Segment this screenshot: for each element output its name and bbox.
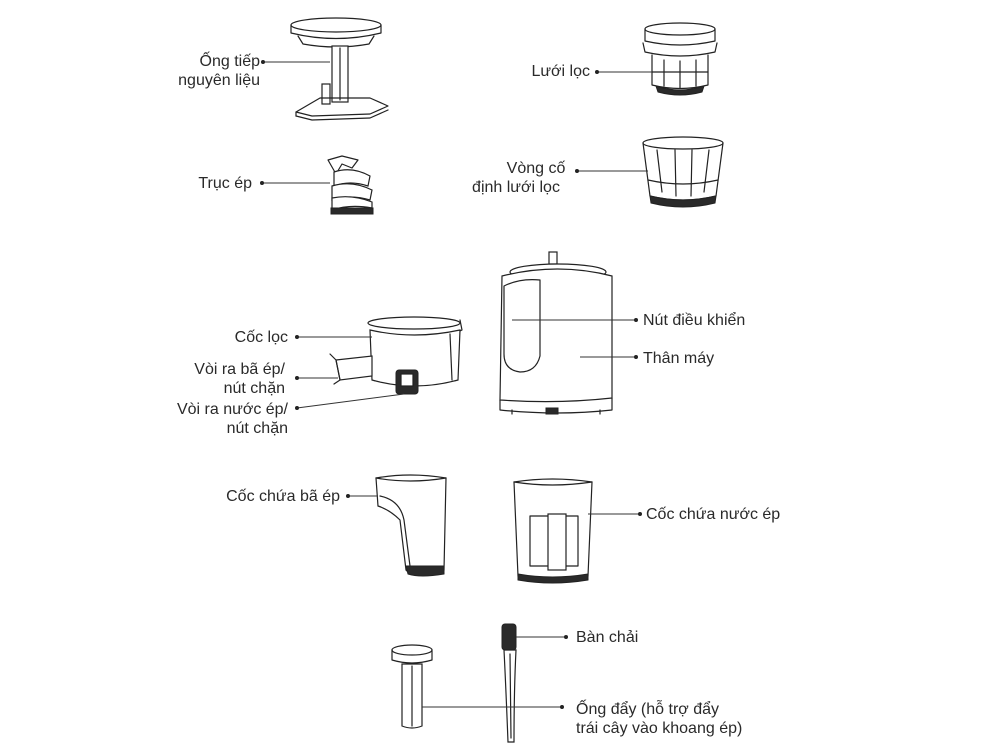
strainer-ring-illustration <box>642 136 724 208</box>
label-control-knob: Nút điều khiển <box>643 312 746 329</box>
main-body-illustration <box>499 251 613 415</box>
feed-chute-illustration <box>290 17 389 121</box>
label-strainer-ring-line2: định lưới lọc <box>472 179 560 196</box>
label-main-body: Thân máy <box>643 350 715 367</box>
screw-illustration <box>327 155 374 215</box>
brush-illustration <box>501 623 517 743</box>
label-pusher-line2: trái cây vào khoang ép) <box>576 720 743 737</box>
label-juice-outlet: Vòi ra nước ép/ nút chặn <box>140 400 288 438</box>
label-pusher-line1: Ống đẩy (hỗ trợ đẩy <box>576 701 720 718</box>
label-strainer: Lưới lọc <box>531 63 590 80</box>
label-pulp-outlet-line2: nút chặn <box>223 380 285 397</box>
pusher-illustration <box>391 644 433 729</box>
label-juice-outlet-line2: nút chặn <box>226 420 288 437</box>
label-juicing-bowl: Cốc lọc <box>234 329 288 346</box>
label-juice-cup: Cốc chứa nước ép <box>646 506 781 523</box>
label-screw: Trục ép <box>198 175 252 192</box>
label-pulp-outlet: Vòi ra bã ép/ nút chặn <box>150 360 285 398</box>
label-feed-chute-line2: nguyên liệu <box>178 72 260 89</box>
strainer-illustration <box>642 22 718 96</box>
juice-cup-illustration <box>513 478 593 584</box>
juicing-bowl-illustration <box>329 316 463 395</box>
label-strainer-ring: Vòng cố định lưới lọc <box>460 159 572 197</box>
label-feed-chute-line1: Ống tiếp <box>199 53 260 70</box>
label-pusher: Ống đẩy (hỗ trợ đẩy trái cây vào khoang … <box>576 700 796 738</box>
label-brush: Bàn chải <box>576 629 639 646</box>
pulp-cup-illustration <box>375 474 447 577</box>
label-pulp-cup: Cốc chứa bã ép <box>226 488 340 505</box>
label-juice-outlet-line1: Vòi ra nước ép/ <box>176 401 288 418</box>
leader-lines <box>260 60 652 709</box>
label-strainer-ring-line1: Vòng cố <box>506 160 566 177</box>
label-pulp-outlet-line1: Vòi ra bã ép/ <box>194 361 285 378</box>
label-feed-chute: Ống tiếp nguyên liệu <box>150 52 260 90</box>
